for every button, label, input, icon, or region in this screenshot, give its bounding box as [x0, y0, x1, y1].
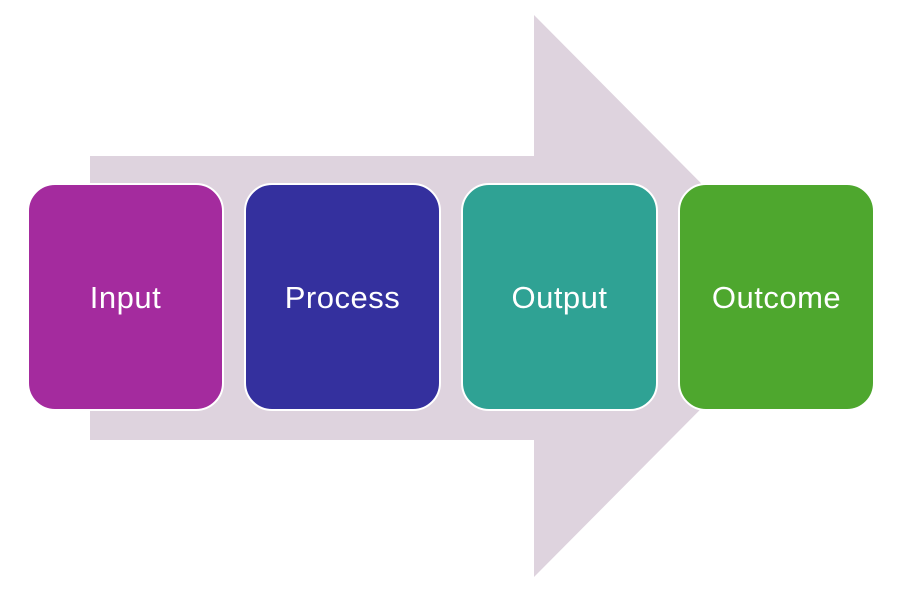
step-box-outcome: Outcome [678, 183, 875, 411]
step-label-output: Output [511, 279, 608, 315]
step-label-outcome: Outcome [711, 279, 842, 315]
step-label-process: Process [284, 279, 401, 315]
flow-arrow-shape [90, 15, 813, 577]
step-label-input: Input [89, 279, 162, 315]
step-box-output: Output [461, 183, 658, 411]
step-box-input: Input [27, 183, 224, 411]
step-box-process: Process [244, 183, 441, 411]
